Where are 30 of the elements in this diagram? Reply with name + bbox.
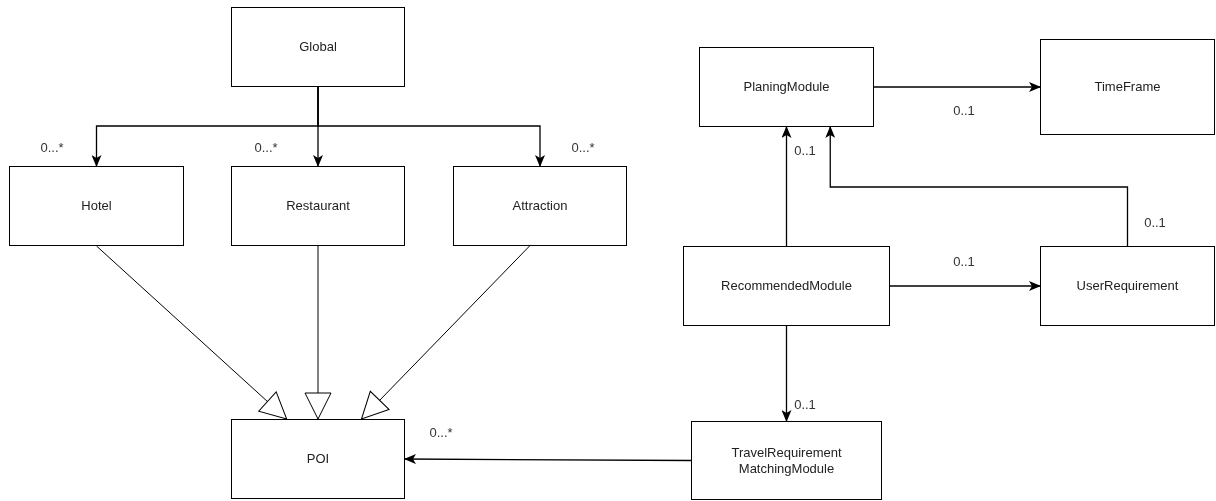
- class-name: Hotel: [81, 198, 112, 214]
- class-box: [691, 421, 882, 500]
- arrow: [825, 126, 1129, 247]
- class-name: TravelRequirement MatchingModule: [730, 444, 843, 477]
- class-name: UserRequirement: [1076, 278, 1179, 294]
- arrow: [889, 281, 1041, 291]
- class-box: [699, 47, 874, 127]
- arrow: [317, 86, 545, 167]
- class-name: RecommendedModule: [721, 278, 852, 294]
- class-name: Restaurant: [286, 198, 350, 214]
- arrow: [404, 454, 692, 465]
- class-name: POI: [306, 451, 330, 467]
- class-box: [453, 166, 627, 246]
- class-box: [1040, 39, 1215, 135]
- inheritance-arrow: [361, 245, 531, 420]
- class-box: [231, 166, 405, 246]
- inheritance-arrow: [96, 245, 288, 420]
- arrow: [873, 82, 1041, 92]
- class-box: [9, 166, 184, 246]
- class-box: [683, 246, 890, 326]
- class-box: [231, 7, 405, 87]
- class-name: PlaningModule: [743, 79, 830, 95]
- arrow: [781, 325, 792, 422]
- class-name: Global: [299, 39, 337, 55]
- inheritance-arrow: [304, 245, 332, 420]
- class-name: TimeFrame: [1094, 79, 1161, 95]
- class-name: Attraction: [512, 198, 568, 214]
- class-box: [1040, 246, 1215, 326]
- arrow: [781, 126, 792, 247]
- class-box: [231, 419, 405, 499]
